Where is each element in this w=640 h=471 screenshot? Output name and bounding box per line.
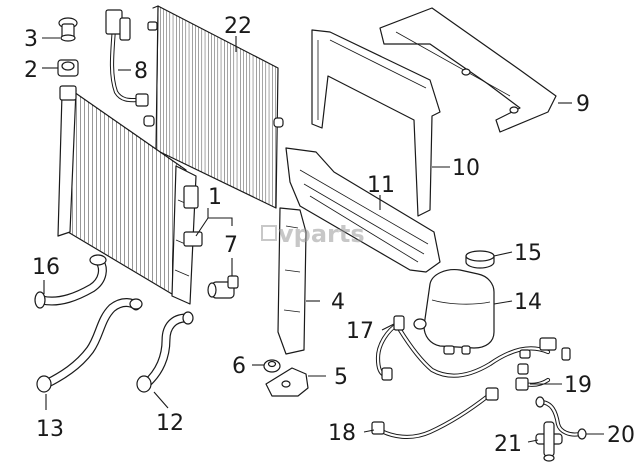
callout-9: 9 [576, 92, 590, 117]
hose-part-16 [34, 254, 107, 309]
callout-11: 11 [367, 173, 395, 198]
callout-3: 3 [24, 27, 38, 52]
callout-17: 17 [346, 319, 374, 344]
callout-22: 22 [224, 14, 252, 39]
callout-14: 14 [514, 290, 542, 315]
callout-12: 12 [156, 411, 184, 436]
side-air-guide-part-4 [277, 207, 307, 355]
callout-1: 1 [208, 185, 222, 210]
callout-10: 10 [452, 156, 480, 181]
callout-21: 21 [494, 432, 522, 457]
upper-bracket-part-9 [379, 7, 557, 133]
shroud-frame-part-10 [311, 29, 441, 217]
nut-part-6 [263, 359, 281, 373]
hose-part-13 [36, 298, 143, 393]
hose-part-12 [136, 311, 194, 393]
callout-labels: 3 2 8 22 9 10 11 1 7 4 5 6 16 13 12 15 1… [24, 14, 635, 457]
callout-19: 19 [564, 373, 592, 398]
harness-part-8 [105, 9, 149, 107]
air-duct-part-11 [285, 147, 441, 273]
harness-part-17 [375, 315, 571, 381]
callout-4: 4 [331, 290, 345, 315]
callout-15: 15 [514, 241, 542, 266]
callout-16: 16 [32, 255, 60, 280]
watermark-text: vparts [278, 220, 365, 248]
mount-part-2 [57, 59, 79, 77]
grommet-part-3 [58, 17, 78, 42]
bracket-part-5 [265, 367, 309, 397]
hose-part-20 [535, 396, 587, 440]
callout-7: 7 [224, 233, 238, 258]
expansion-tank-part-14 [413, 269, 495, 355]
callout-2: 2 [24, 58, 38, 83]
reservoir-cap-part-15 [465, 250, 495, 269]
sensor-part-7 [207, 275, 239, 299]
fitting-part-21 [535, 421, 563, 462]
radiator [57, 85, 203, 305]
harness-part-18 [371, 387, 499, 439]
callout-13: 13 [36, 417, 64, 442]
callout-18: 18 [328, 421, 356, 446]
callout-6: 6 [232, 354, 246, 379]
connector-part-19 [515, 363, 551, 391]
callout-20: 20 [607, 423, 635, 448]
callout-8: 8 [134, 59, 148, 84]
callout-5: 5 [334, 365, 348, 390]
watermark-logo: vparts [261, 220, 365, 248]
leader-lines [42, 36, 604, 443]
